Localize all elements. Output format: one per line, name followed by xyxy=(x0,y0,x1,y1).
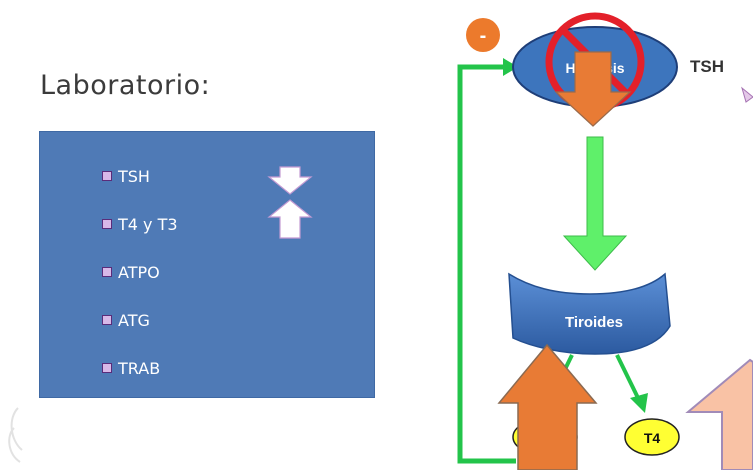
lab-item-label: T4 y T3 xyxy=(118,214,178,234)
orange-down-arrow-icon xyxy=(554,51,632,127)
feedback-loop-line xyxy=(457,64,516,464)
t4-bubble xyxy=(624,418,680,456)
bullet-square-icon xyxy=(102,267,112,277)
bullet-square-icon xyxy=(102,363,112,373)
lab-item-label: TRAB xyxy=(118,358,161,378)
laboratorio-panel: TSH T4 y T3 ATPO ATG TRAB xyxy=(39,131,375,398)
tsh-label: TSH xyxy=(690,57,724,76)
tsh-arrow-fragment xyxy=(741,86,753,103)
lab-item-atpo: ATPO xyxy=(102,248,178,296)
bullet-square-icon xyxy=(102,219,112,229)
lab-item-label: ATG xyxy=(118,310,150,330)
t4-arrowhead xyxy=(630,393,648,413)
tiroides-label: Tiroides xyxy=(565,314,623,331)
branch-to-t4 xyxy=(615,354,642,403)
lab-item-t4-t3: T4 y T3 xyxy=(102,200,178,248)
lab-item-atg: ATG xyxy=(102,296,178,344)
lab-item-trab: TRAB xyxy=(102,344,178,392)
negative-feedback-badge xyxy=(466,18,500,52)
decorative-curl-icon xyxy=(8,407,23,463)
up-arrow-icon xyxy=(267,199,313,239)
down-arrow-icon xyxy=(267,166,313,195)
laboratorio-title: Laboratorio: xyxy=(40,70,211,101)
green-down-arrow-icon xyxy=(562,136,628,271)
lab-item-tsh: TSH xyxy=(102,152,178,200)
bullet-square-icon xyxy=(102,315,112,325)
lab-list: TSH T4 y T3 ATPO ATG TRAB xyxy=(102,152,178,392)
lab-item-label: ATPO xyxy=(118,262,160,282)
peach-up-arrow-icon xyxy=(685,358,753,470)
bullet-square-icon xyxy=(102,171,112,181)
tiroides-gland xyxy=(508,272,671,355)
t4-label: T4 xyxy=(644,430,661,446)
orange-up-arrow-icon xyxy=(497,343,598,470)
negative-sign: - xyxy=(480,25,487,47)
feedback-arrowhead xyxy=(503,58,518,76)
lab-item-label: TSH xyxy=(118,166,150,186)
